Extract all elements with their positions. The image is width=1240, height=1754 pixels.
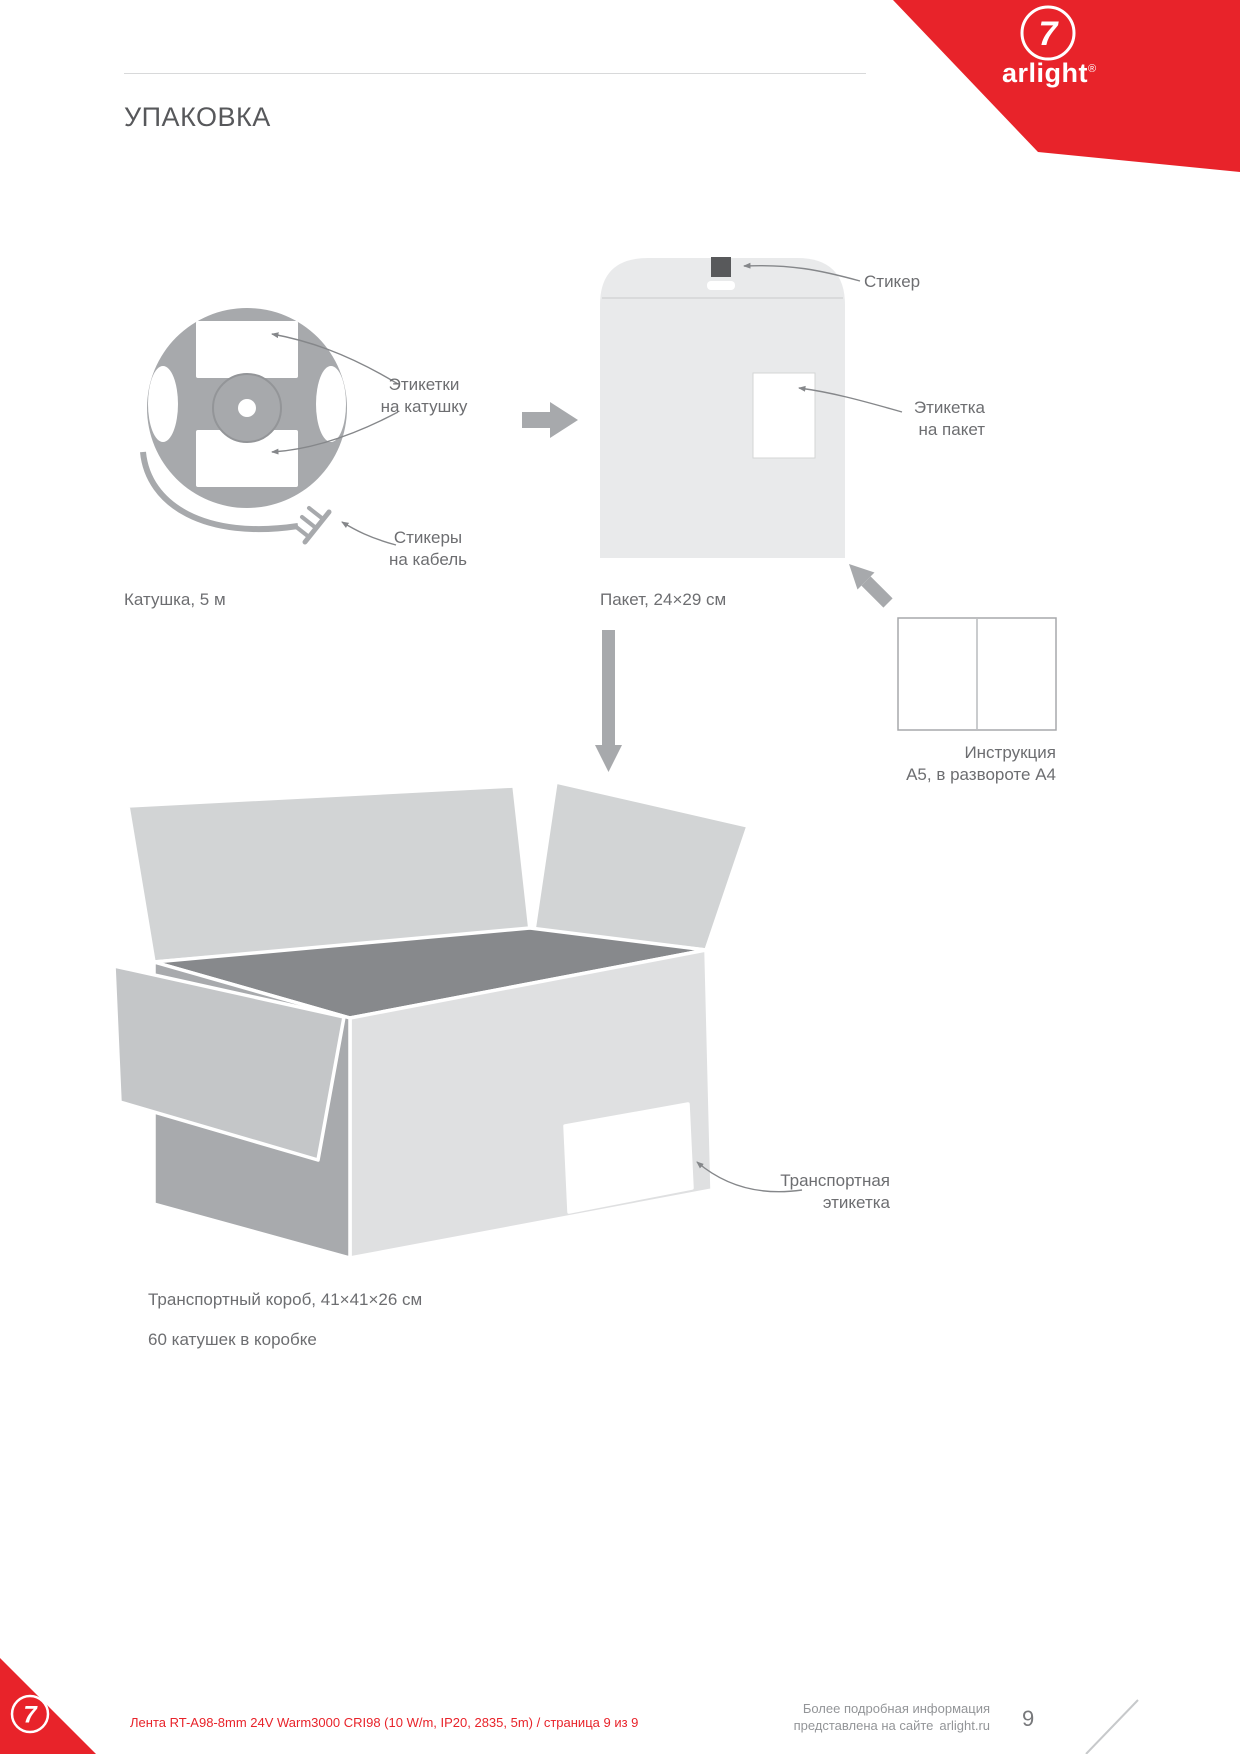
arlight-logo-icon bbox=[1020, 5, 1076, 61]
packet-figure bbox=[600, 257, 903, 558]
header-rule bbox=[124, 73, 866, 74]
arrow-to-packet-label bbox=[798, 385, 903, 413]
arrow-to-top-label bbox=[271, 332, 399, 385]
box-flap-front-left bbox=[112, 964, 346, 1162]
packet-sticker-annotation: Стикер bbox=[864, 272, 921, 291]
brand-name: arlight bbox=[1002, 58, 1089, 88]
packet-hang-slit bbox=[707, 281, 735, 290]
reel-hub-hole bbox=[238, 399, 256, 417]
reel-cutout-right bbox=[316, 366, 346, 442]
footer-page-number: 9 bbox=[1022, 1706, 1035, 1731]
packet-label-annotation: Этикетка на пакет bbox=[913, 398, 985, 439]
arrow-to-bottom-label bbox=[271, 411, 399, 455]
arlight-footer-logo-icon bbox=[10, 1694, 50, 1734]
footer-info-line2: представлена на сайте arlight.ru bbox=[690, 1717, 990, 1734]
cable-connector bbox=[293, 506, 332, 545]
reel-label-top bbox=[196, 321, 298, 378]
footer-product-line: Лента RT-A98-8mm 24V Warm3000 CRI98 (10 … bbox=[130, 1715, 639, 1730]
brand-registered-mark: ® bbox=[1088, 63, 1097, 75]
arrow-upleft-head bbox=[849, 564, 875, 590]
box-flap-back-right bbox=[532, 780, 750, 952]
arlight-logo-mark: 7 bbox=[1039, 15, 1060, 53]
arrow-upleft-shaft bbox=[861, 576, 893, 608]
packet-body bbox=[600, 258, 845, 558]
footer-corner-slash bbox=[1085, 1699, 1139, 1754]
reel-caption: Катушка, 5 м bbox=[124, 590, 226, 609]
footer-site-link[interactable]: arlight.ru bbox=[939, 1718, 990, 1733]
brand-wordmark: arlight® bbox=[1002, 58, 1152, 89]
reel-figure bbox=[140, 308, 399, 546]
packet-caption: Пакет, 24×29 см bbox=[600, 590, 727, 609]
footer-ribbon: 7 bbox=[0, 1658, 1139, 1754]
box-caption-size: Транспортный короб, 41×41×26 см bbox=[148, 1290, 423, 1309]
arrow-down-icon bbox=[595, 630, 622, 772]
footer-info-block: Более подробная информация представлена … bbox=[690, 1700, 990, 1734]
arrow-to-transport-label bbox=[696, 1161, 803, 1193]
box-figure bbox=[112, 780, 750, 1260]
reel-labels-annotation: Этикетки на катушку bbox=[380, 375, 468, 416]
ribbon-shape bbox=[893, 0, 1240, 172]
box-transport-label bbox=[563, 1102, 694, 1214]
arrow-to-cable bbox=[341, 521, 397, 546]
packet-sticker bbox=[711, 257, 731, 277]
footer-info-text: представлена на сайте bbox=[793, 1718, 934, 1733]
arrow-to-sticker bbox=[743, 262, 861, 282]
reel-label-bottom bbox=[196, 430, 298, 487]
cable-stickers-annotation: Стикеры на кабель bbox=[388, 528, 468, 569]
packet-label bbox=[752, 372, 816, 459]
instruction-caption: Инструкция A5, в развороте A4 bbox=[906, 743, 1056, 784]
transport-label-annotation: Транспортная этикетка bbox=[780, 1171, 890, 1212]
page-title: УПАКОВКА bbox=[124, 102, 271, 132]
reel-cutout-left bbox=[148, 366, 178, 442]
footer-info-line1: Более подробная информация bbox=[802, 1701, 990, 1716]
reel-tape bbox=[140, 451, 299, 533]
instruction-figure bbox=[849, 564, 1057, 731]
brand-ribbon: 7 bbox=[893, 0, 1240, 172]
arrow-right-icon bbox=[522, 402, 578, 438]
arlight-footer-logo-mark: 7 bbox=[23, 1702, 38, 1729]
box-caption-count: 60 катушек в коробке bbox=[148, 1330, 317, 1349]
